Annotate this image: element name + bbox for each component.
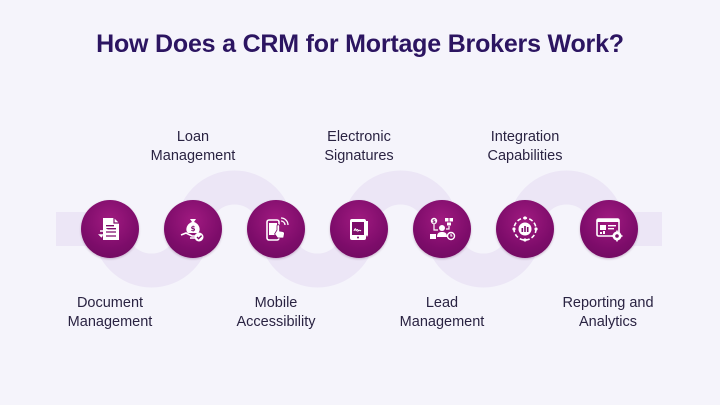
step-node-electronic-signatures [330, 200, 388, 258]
step-node-reporting-analytics [580, 200, 638, 258]
document-exchange-icon [98, 218, 119, 240]
step-node-mobile-accessibility [247, 200, 305, 258]
svg-text:$: $ [191, 225, 196, 233]
e-signature-tablet-icon [350, 219, 368, 240]
step-node-loan-management: $ [164, 200, 222, 258]
lead-network-icon: $ [430, 217, 456, 241]
integration-gear-icon [512, 216, 538, 242]
analytics-dashboard-icon [596, 218, 623, 242]
step-node-lead-management: $ [413, 200, 471, 258]
mobile-touch-icon [266, 217, 289, 241]
money-bag-hand-icon: $ [180, 219, 204, 242]
svg-text:$: $ [432, 219, 436, 225]
step-node-document-management [81, 200, 139, 258]
page-title: How Does a CRM for Mortage Brokers Work? [96, 30, 624, 58]
step-node-integration-capabilities [496, 200, 554, 258]
